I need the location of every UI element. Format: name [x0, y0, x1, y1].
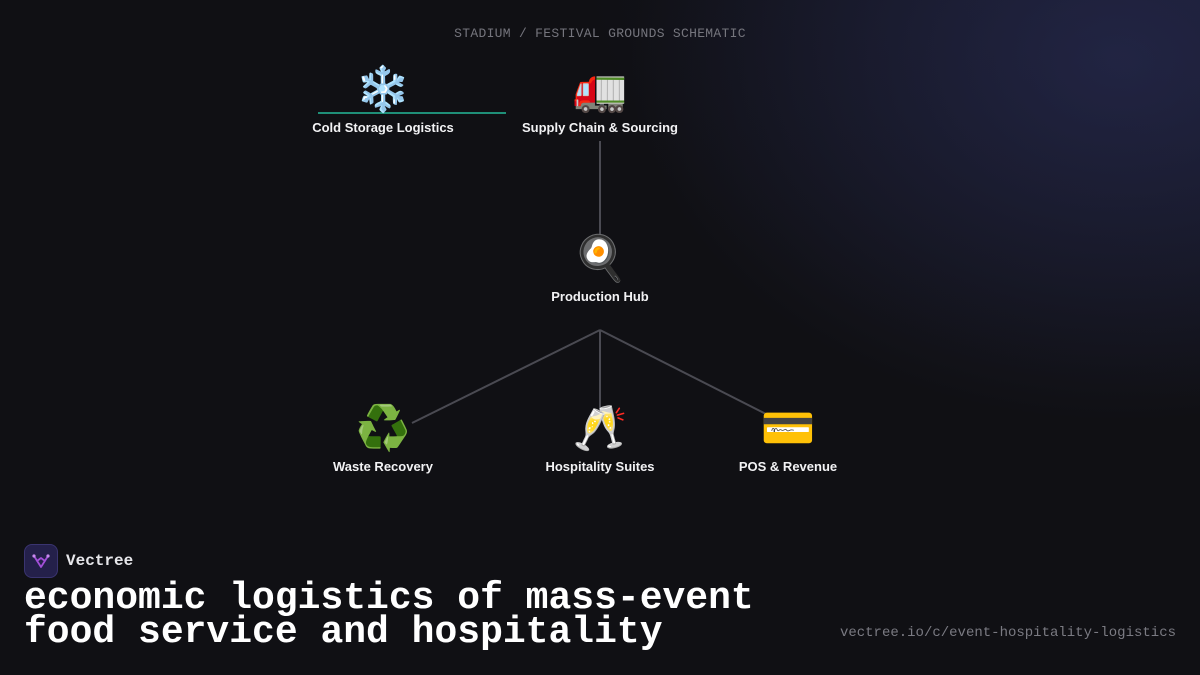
edge-production-hub-waste-recovery: [411, 329, 601, 424]
node-production-hub[interactable]: 🍳 Production Hub: [500, 233, 700, 304]
page-title: economic logistics of mass-event food se…: [24, 577, 754, 654]
node-label-cold-storage: Cold Storage Logistics: [312, 120, 454, 135]
node-label-production-hub: Production Hub: [551, 289, 649, 304]
recycle-icon: ♻️: [355, 403, 411, 454]
node-label-supply-chain: Supply Chain & Sourcing: [521, 120, 678, 135]
node-hospitality-suites[interactable]: 🥂 Hospitality Suites: [500, 403, 700, 474]
vectree-logo-icon: [24, 544, 58, 578]
vectree-logo-dot-right: [46, 554, 50, 558]
frying-pan-icon: 🍳: [572, 233, 628, 284]
node-label-hospitality-suites: Hospitality Suites: [545, 459, 655, 474]
credit-card-icon: 💳: [760, 403, 816, 454]
champagne-glasses-icon: 🥂: [572, 403, 628, 454]
node-pos-revenue[interactable]: 💳 POS & Revenue: [688, 403, 888, 474]
truck-icon: 🚛: [572, 64, 628, 115]
vectree-logo-path: [33, 555, 49, 568]
node-waste-recovery[interactable]: ♻️ Waste Recovery: [283, 403, 483, 474]
node-cold-storage[interactable]: ❄️ Cold Storage Logistics: [283, 64, 483, 135]
node-label-pos-revenue: POS & Revenue: [738, 459, 838, 474]
vectree-logo-dot-left: [32, 554, 36, 558]
schematic-heading: STADIUM / FESTIVAL GROUNDS SCHEMATIC: [454, 26, 746, 41]
brand-name: Vectree: [66, 552, 134, 570]
brand[interactable]: Vectree: [24, 544, 133, 578]
edge-production-hub-pos-revenue: [599, 329, 771, 417]
node-supply-chain[interactable]: 🚛 Supply Chain & Sourcing: [500, 64, 700, 135]
snowflake-icon: ❄️: [355, 64, 411, 115]
source-url[interactable]: vectree.io/c/event-hospitality-logistics: [839, 625, 1176, 641]
vectree-logo-mark: [32, 554, 50, 568]
node-label-waste-recovery: Waste Recovery: [333, 459, 433, 474]
